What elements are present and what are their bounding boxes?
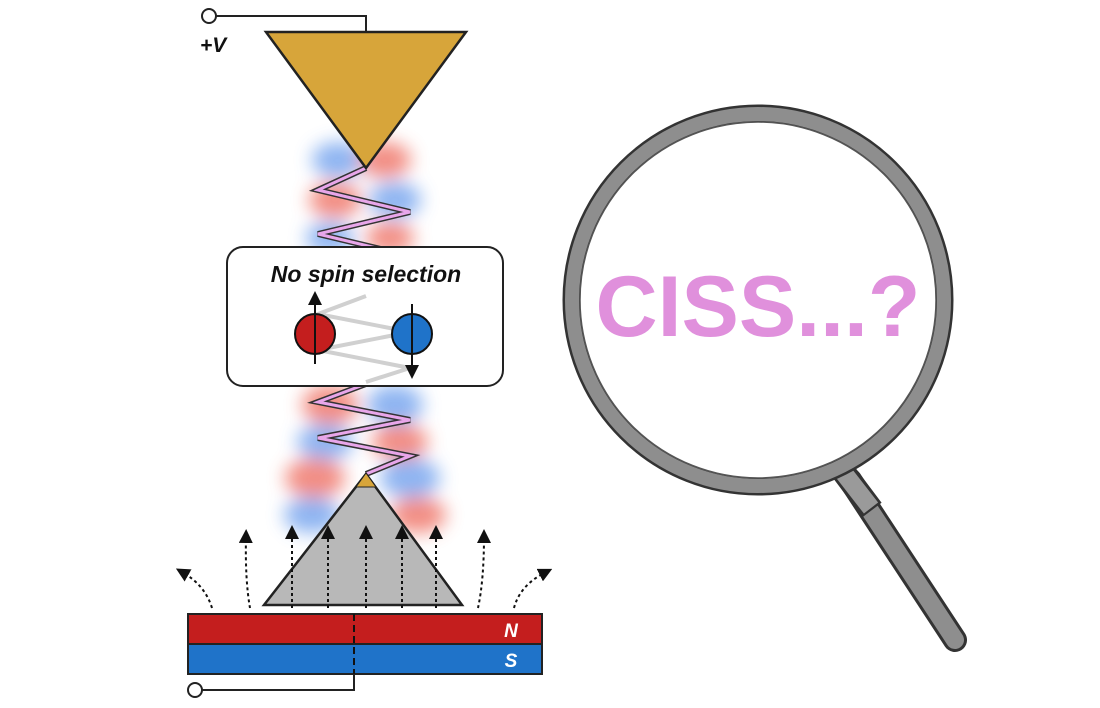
south-label: S xyxy=(505,651,518,672)
spin-up-electron xyxy=(294,291,336,364)
north-label: N xyxy=(504,621,519,642)
gold-contact xyxy=(355,472,377,488)
glow-red-blob xyxy=(285,458,345,498)
substrate-pyramid xyxy=(261,471,465,607)
gold-tip xyxy=(263,30,469,171)
voltage-label: +V xyxy=(200,34,228,57)
magnet: N S xyxy=(187,613,543,675)
spin-down-electron xyxy=(391,304,433,379)
top-terminal xyxy=(201,8,217,24)
bottom-terminal xyxy=(187,682,203,698)
magnet-south xyxy=(187,643,543,675)
magnetic-field-lines xyxy=(175,525,553,609)
no-spin-selection-label: No spin selection xyxy=(271,261,461,287)
top-electrode-wire xyxy=(201,8,367,32)
helix-lower xyxy=(307,381,421,477)
glow-blue-blob xyxy=(380,458,440,498)
bottom-electrode-wire xyxy=(187,674,355,698)
glow-blue-blob xyxy=(312,142,364,178)
magnet-north xyxy=(187,613,543,645)
ciss-question-label: CISS...? xyxy=(596,259,921,355)
no-spin-selection-box: No spin selection xyxy=(226,246,504,387)
magnifying-glass-icon xyxy=(562,104,967,652)
